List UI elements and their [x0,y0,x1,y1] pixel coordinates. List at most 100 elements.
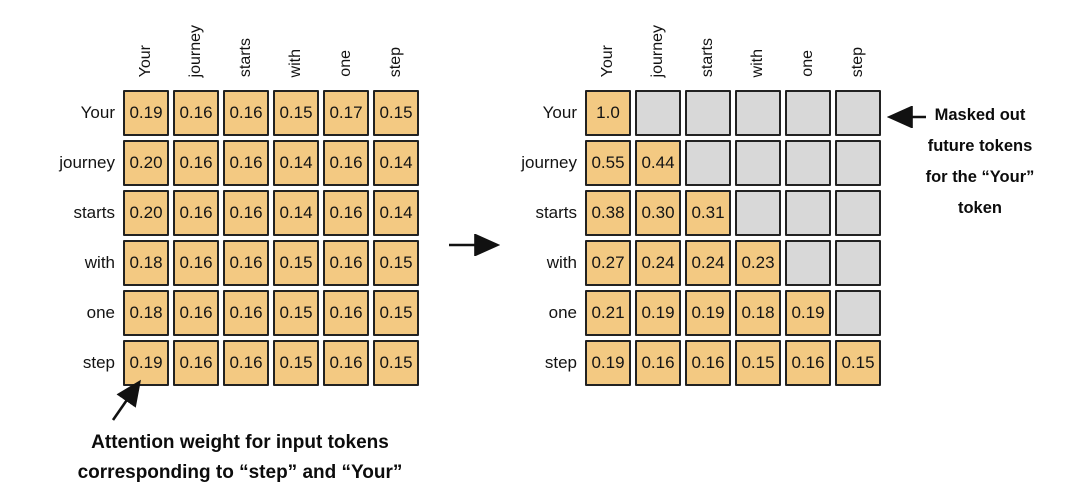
attention-weight-cell: 0.24 [685,240,731,286]
attention-weight-cell: 0.15 [373,90,419,136]
row-label: Your [542,103,577,122]
attention-weight-cell: 0.20 [123,140,169,186]
attention-weight-cell: 0.18 [735,290,781,336]
attention-weight-cell: 0.16 [223,290,269,336]
attention-weight-cell: 0.16 [635,340,681,386]
col-label: starts [699,37,716,77]
attention-weight-cell: 0.30 [635,190,681,236]
masked-cell [835,290,881,336]
right-matrix-row-labels: Your journey starts with one step [477,90,577,386]
col-label: step [849,46,866,77]
attention-weight-cell: 0.18 [123,240,169,286]
col-label: journey [649,24,666,77]
attention-weight-cell: 0.16 [223,340,269,386]
attention-weight-cell: 0.15 [373,290,419,336]
masked-pointer-arrow-icon [886,106,926,128]
attention-weight-cell: 0.15 [273,90,319,136]
attention-weight-cell: 0.55 [585,140,631,186]
attention-weight-cell: 0.14 [373,140,419,186]
attention-weight-cell: 0.16 [323,290,369,336]
attention-weight-cell: 0.27 [585,240,631,286]
row-label: with [546,253,577,272]
row-label: with [84,253,115,272]
attention-weight-cell: 0.16 [173,90,219,136]
attention-weight-cell: 0.16 [223,240,269,286]
attention-weight-cell: 0.16 [173,340,219,386]
row-label: Your [80,103,115,122]
attention-weight-cell: 0.16 [173,290,219,336]
col-label: step [387,46,404,77]
attention-weight-cell: 0.15 [373,240,419,286]
masked-cell [785,140,831,186]
attention-weight-cell: 0.23 [735,240,781,286]
right-matrix-column-headers: Your journey starts with one step [585,0,881,82]
attention-weight-cell: 0.24 [635,240,681,286]
masked-cell [735,190,781,236]
attention-weight-cell: 0.16 [785,340,831,386]
attention-weight-cell: 0.16 [685,340,731,386]
annotation-line: Masked out [934,106,1026,124]
attention-weight-cell: 0.38 [585,190,631,236]
attention-weight-cell: 0.16 [323,190,369,236]
attention-weight-cell: 0.15 [273,290,319,336]
masked-cell [735,140,781,186]
annotation-line: future tokens [927,137,1033,155]
attention-weight-cell: 1.0 [585,90,631,136]
attention-weight-cell: 0.16 [173,240,219,286]
attention-weight-cell: 0.16 [223,140,269,186]
attention-weight-cell: 0.18 [123,290,169,336]
masked-cell [835,90,881,136]
masked-cell [635,90,681,136]
row-label: one [548,303,577,322]
attention-weight-cell: 0.20 [123,190,169,236]
col-label: with [749,48,766,77]
masked-cell [835,140,881,186]
col-label: one [337,50,354,77]
attention-weight-cell: 0.17 [323,90,369,136]
attention-weight-cell: 0.15 [273,240,319,286]
attention-weight-cell: 0.14 [373,190,419,236]
masked-cell [685,90,731,136]
attention-weight-cell: 0.44 [635,140,681,186]
attention-weight-cell: 0.16 [323,340,369,386]
masked-cell [735,90,781,136]
row-label: journey [59,153,115,172]
row-label: step [82,353,115,372]
col-label: journey [187,24,204,77]
masked-tokens-annotation: Masked out future tokens for the “Your” … [900,100,1060,224]
masked-cell [785,90,831,136]
attention-weight-cell: 0.21 [585,290,631,336]
annotation-pointer-arrow-icon [111,379,141,421]
col-label: one [799,50,816,77]
attention-weight-cell: 0.16 [223,190,269,236]
attention-weight-cell: 0.19 [685,290,731,336]
row-label: step [544,353,577,372]
attention-weight-cell: 0.19 [123,90,169,136]
attention-weight-cell: 0.15 [735,340,781,386]
attention-weight-cell: 0.16 [323,240,369,286]
masked-cell [685,140,731,186]
annotation-line: for the “Your” [925,168,1035,186]
masked-cell [835,240,881,286]
attention-weight-cell: 0.15 [273,340,319,386]
row-label: journey [521,153,577,172]
attention-weight-cell: 0.31 [685,190,731,236]
annotation-line: token [957,199,1002,217]
attention-weight-cell: 0.14 [273,140,319,186]
col-label: Your [137,44,154,77]
row-label: starts [535,203,577,222]
col-label: Your [599,44,616,77]
attention-weight-cell: 0.15 [373,340,419,386]
annotation-line: corresponding to “step” and “Your” [77,462,403,483]
attention-weight-cell: 0.14 [273,190,319,236]
attention-weight-cell: 0.19 [585,340,631,386]
attention-weight-annotation: Attention weight for input tokens corres… [55,428,425,488]
col-label: with [287,48,304,77]
masked-cell [835,190,881,236]
masked-cell [785,240,831,286]
attention-weight-cell: 0.16 [223,90,269,136]
